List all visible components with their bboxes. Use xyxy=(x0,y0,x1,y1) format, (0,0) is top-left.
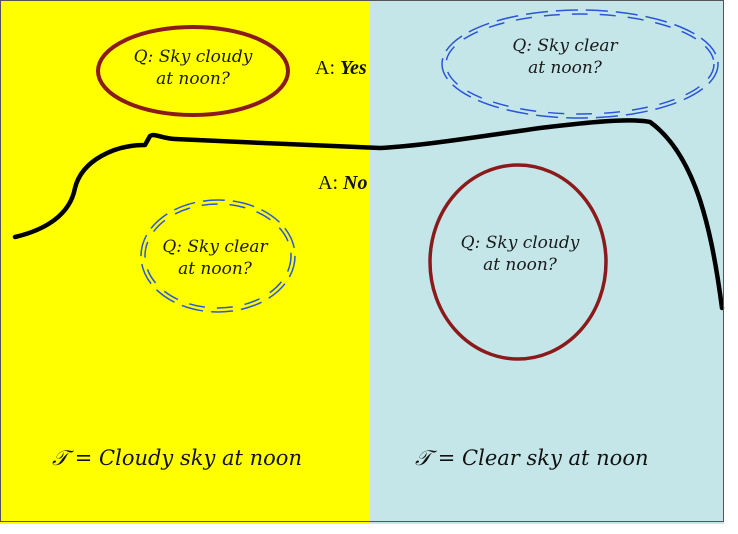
answer-no-value: No xyxy=(343,172,368,194)
bottom-right-question: Q: Sky cloudy at noon? xyxy=(440,232,600,276)
top-right-question-line1: Q: Sky clear xyxy=(512,36,618,56)
top-right-question: Q: Sky clear at noon? xyxy=(490,35,640,79)
answer-yes-prefix: A: xyxy=(315,57,340,79)
right-caption: 𝒯 = Clear sky at noon xyxy=(415,446,649,470)
answer-no: A: No xyxy=(318,172,367,195)
left-caption: 𝒯 = Cloudy sky at noon xyxy=(52,446,302,470)
top-left-question-line1: Q: Sky cloudy xyxy=(133,47,253,67)
top-right-question-line2: at noon? xyxy=(528,58,602,78)
bottom-right-question-line2: at noon? xyxy=(483,255,557,275)
top-left-cloudy-ellipse xyxy=(96,25,290,117)
bottom-left-question: Q: Sky clear at noon? xyxy=(140,236,290,280)
bottom-right-cloudy-ellipse xyxy=(428,163,608,361)
top-left-question-line2: at noon? xyxy=(156,69,230,89)
cloudy-region xyxy=(0,0,370,524)
top-left-question: Q: Sky cloudy at noon? xyxy=(118,46,268,90)
top-right-clear-ellipse xyxy=(441,9,719,119)
answer-yes: A: Yes xyxy=(315,57,367,80)
bottom-left-clear-ellipse xyxy=(140,199,296,313)
bottom-left-question-line2: at noon? xyxy=(178,259,252,279)
answer-yes-value: Yes xyxy=(340,57,367,79)
boundary-curve xyxy=(12,118,725,311)
answer-no-prefix: A: xyxy=(318,172,343,194)
bottom-right-question-line1: Q: Sky cloudy xyxy=(460,233,580,253)
bottom-left-question-line1: Q: Sky clear xyxy=(162,237,268,257)
